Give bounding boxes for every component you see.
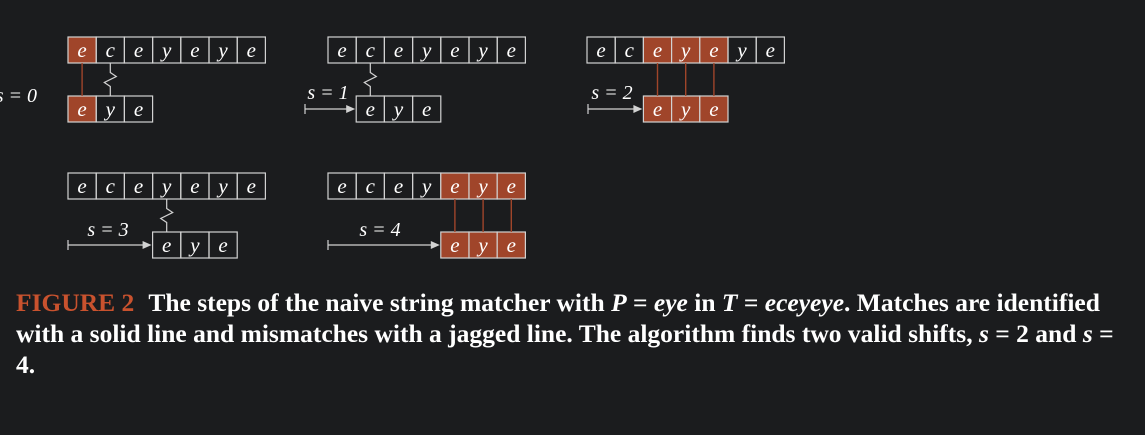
text-cell-s3-0-char: e <box>77 174 86 198</box>
mismatch-line-s0 <box>103 63 118 96</box>
text-cell-s1-0-char: e <box>337 38 346 62</box>
text-cell-s1-3-char: y <box>420 38 432 62</box>
pattern-cell-s2-1 <box>670 95 701 123</box>
shift-label-s4: s = 4 <box>359 219 400 241</box>
text-cell-s3-5-char: y <box>216 174 228 198</box>
pattern-cell-s1-0-char: e <box>366 97 375 121</box>
text-cell-s2-0-char: e <box>596 38 605 62</box>
text-cell-s3-1-char: c <box>106 174 116 198</box>
mismatch-line-s1 <box>363 63 378 96</box>
shift-label-s3: s = 3 <box>87 219 128 241</box>
pattern-cell-s1-1-char: y <box>392 97 404 121</box>
pattern-cell-s4-2 <box>496 231 527 259</box>
pattern-cell-s4-1-char: y <box>476 233 488 257</box>
pattern-cell-s0-2 <box>123 95 154 123</box>
pattern-cell-s1-2-char: e <box>422 97 431 121</box>
text-cell-s3-2-char: e <box>134 174 143 198</box>
text-cell-s0-5-char: y <box>216 38 228 62</box>
pattern-cell-s2-2 <box>699 95 729 123</box>
text-cell-s3-3-char: y <box>160 174 172 198</box>
text-cell-s4-4-char: e <box>450 174 459 198</box>
text-cell-s1-6-char: e <box>507 38 516 62</box>
mismatch-line-s3 <box>159 199 174 232</box>
text-cell-s4-6 <box>496 172 527 200</box>
pattern-cell-s3-2 <box>208 231 238 259</box>
pattern-cell-s0-2-char: e <box>134 97 143 121</box>
text-cell-s1-6 <box>496 36 527 64</box>
text-cell-s3-6 <box>236 172 266 200</box>
text-cell-s0-2-char: e <box>134 38 143 62</box>
text-cell-s0-6 <box>236 36 266 64</box>
text-cell-s3-4-char: e <box>190 174 199 198</box>
shift-arrowhead-s1 <box>346 105 356 113</box>
pattern-cell-s3-0-char: e <box>162 233 171 257</box>
text-cell-s0-3-char: y <box>160 38 172 62</box>
pattern-cell-s4-0-char: e <box>450 233 459 257</box>
text-cell-s1-5-char: y <box>476 38 488 62</box>
text-cell-s2-6-char: e <box>766 38 775 62</box>
text-cell-s2-6 <box>755 36 786 64</box>
pattern-cell-s4-2-char: e <box>507 233 516 257</box>
figure-label: FIGURE 2 <box>16 288 135 317</box>
text-cell-s4-6-char: e <box>507 174 516 198</box>
pattern-cell-s2-0-char: e <box>653 97 662 121</box>
pattern-cell-s0-0 <box>67 95 97 123</box>
shift-arrowhead-s3 <box>142 241 152 249</box>
text-cell-s2-5-char: y <box>735 38 747 62</box>
text-cell-s0-0-char: e <box>77 38 86 62</box>
text-cell-s4-3-char: y <box>420 174 432 198</box>
text-cell-s1-2-char: e <box>394 38 403 62</box>
text-cell-s2-1-char: c <box>625 38 635 62</box>
pattern-cell-s2-1-char: y <box>679 97 691 121</box>
text-cell-s2-3-char: y <box>679 38 691 62</box>
shift-arrowhead-s4 <box>430 241 440 249</box>
text-cell-s4-1-char: c <box>366 174 376 198</box>
text-cell-s2-2-char: e <box>653 38 662 62</box>
text-cell-s0-6-char: e <box>247 38 256 62</box>
text-cell-s2-4-char: e <box>709 38 718 62</box>
pattern-cell-s0-1-char: y <box>104 97 116 121</box>
shift-label-s2: s = 2 <box>591 82 632 104</box>
text-cell-s4-2-char: e <box>394 174 403 198</box>
shift-arrowhead-s2 <box>633 105 643 113</box>
text-cell-s4-5-char: y <box>476 174 488 198</box>
text-cell-s0-1-char: c <box>106 38 116 62</box>
text-cell-s0-4-char: e <box>190 38 199 62</box>
pattern-cell-s2-2-char: e <box>709 97 718 121</box>
shift-label-s0: s = 0 <box>0 85 37 107</box>
text-cell-s3-6-char: e <box>247 174 256 198</box>
text-cell-s2-2 <box>642 36 673 64</box>
text-cell-s4-0-char: e <box>337 174 346 198</box>
pattern-cell-s0-0-char: e <box>77 97 86 121</box>
pattern-cell-s3-2-char: e <box>218 233 227 257</box>
text-cell-s1-4-char: e <box>450 38 459 62</box>
pattern-cell-s1-2 <box>412 95 442 123</box>
pattern-cell-s3-1-char: y <box>188 233 200 257</box>
shift-label-s1: s = 1 <box>307 82 348 104</box>
text-cell-s1-1-char: c <box>366 38 376 62</box>
